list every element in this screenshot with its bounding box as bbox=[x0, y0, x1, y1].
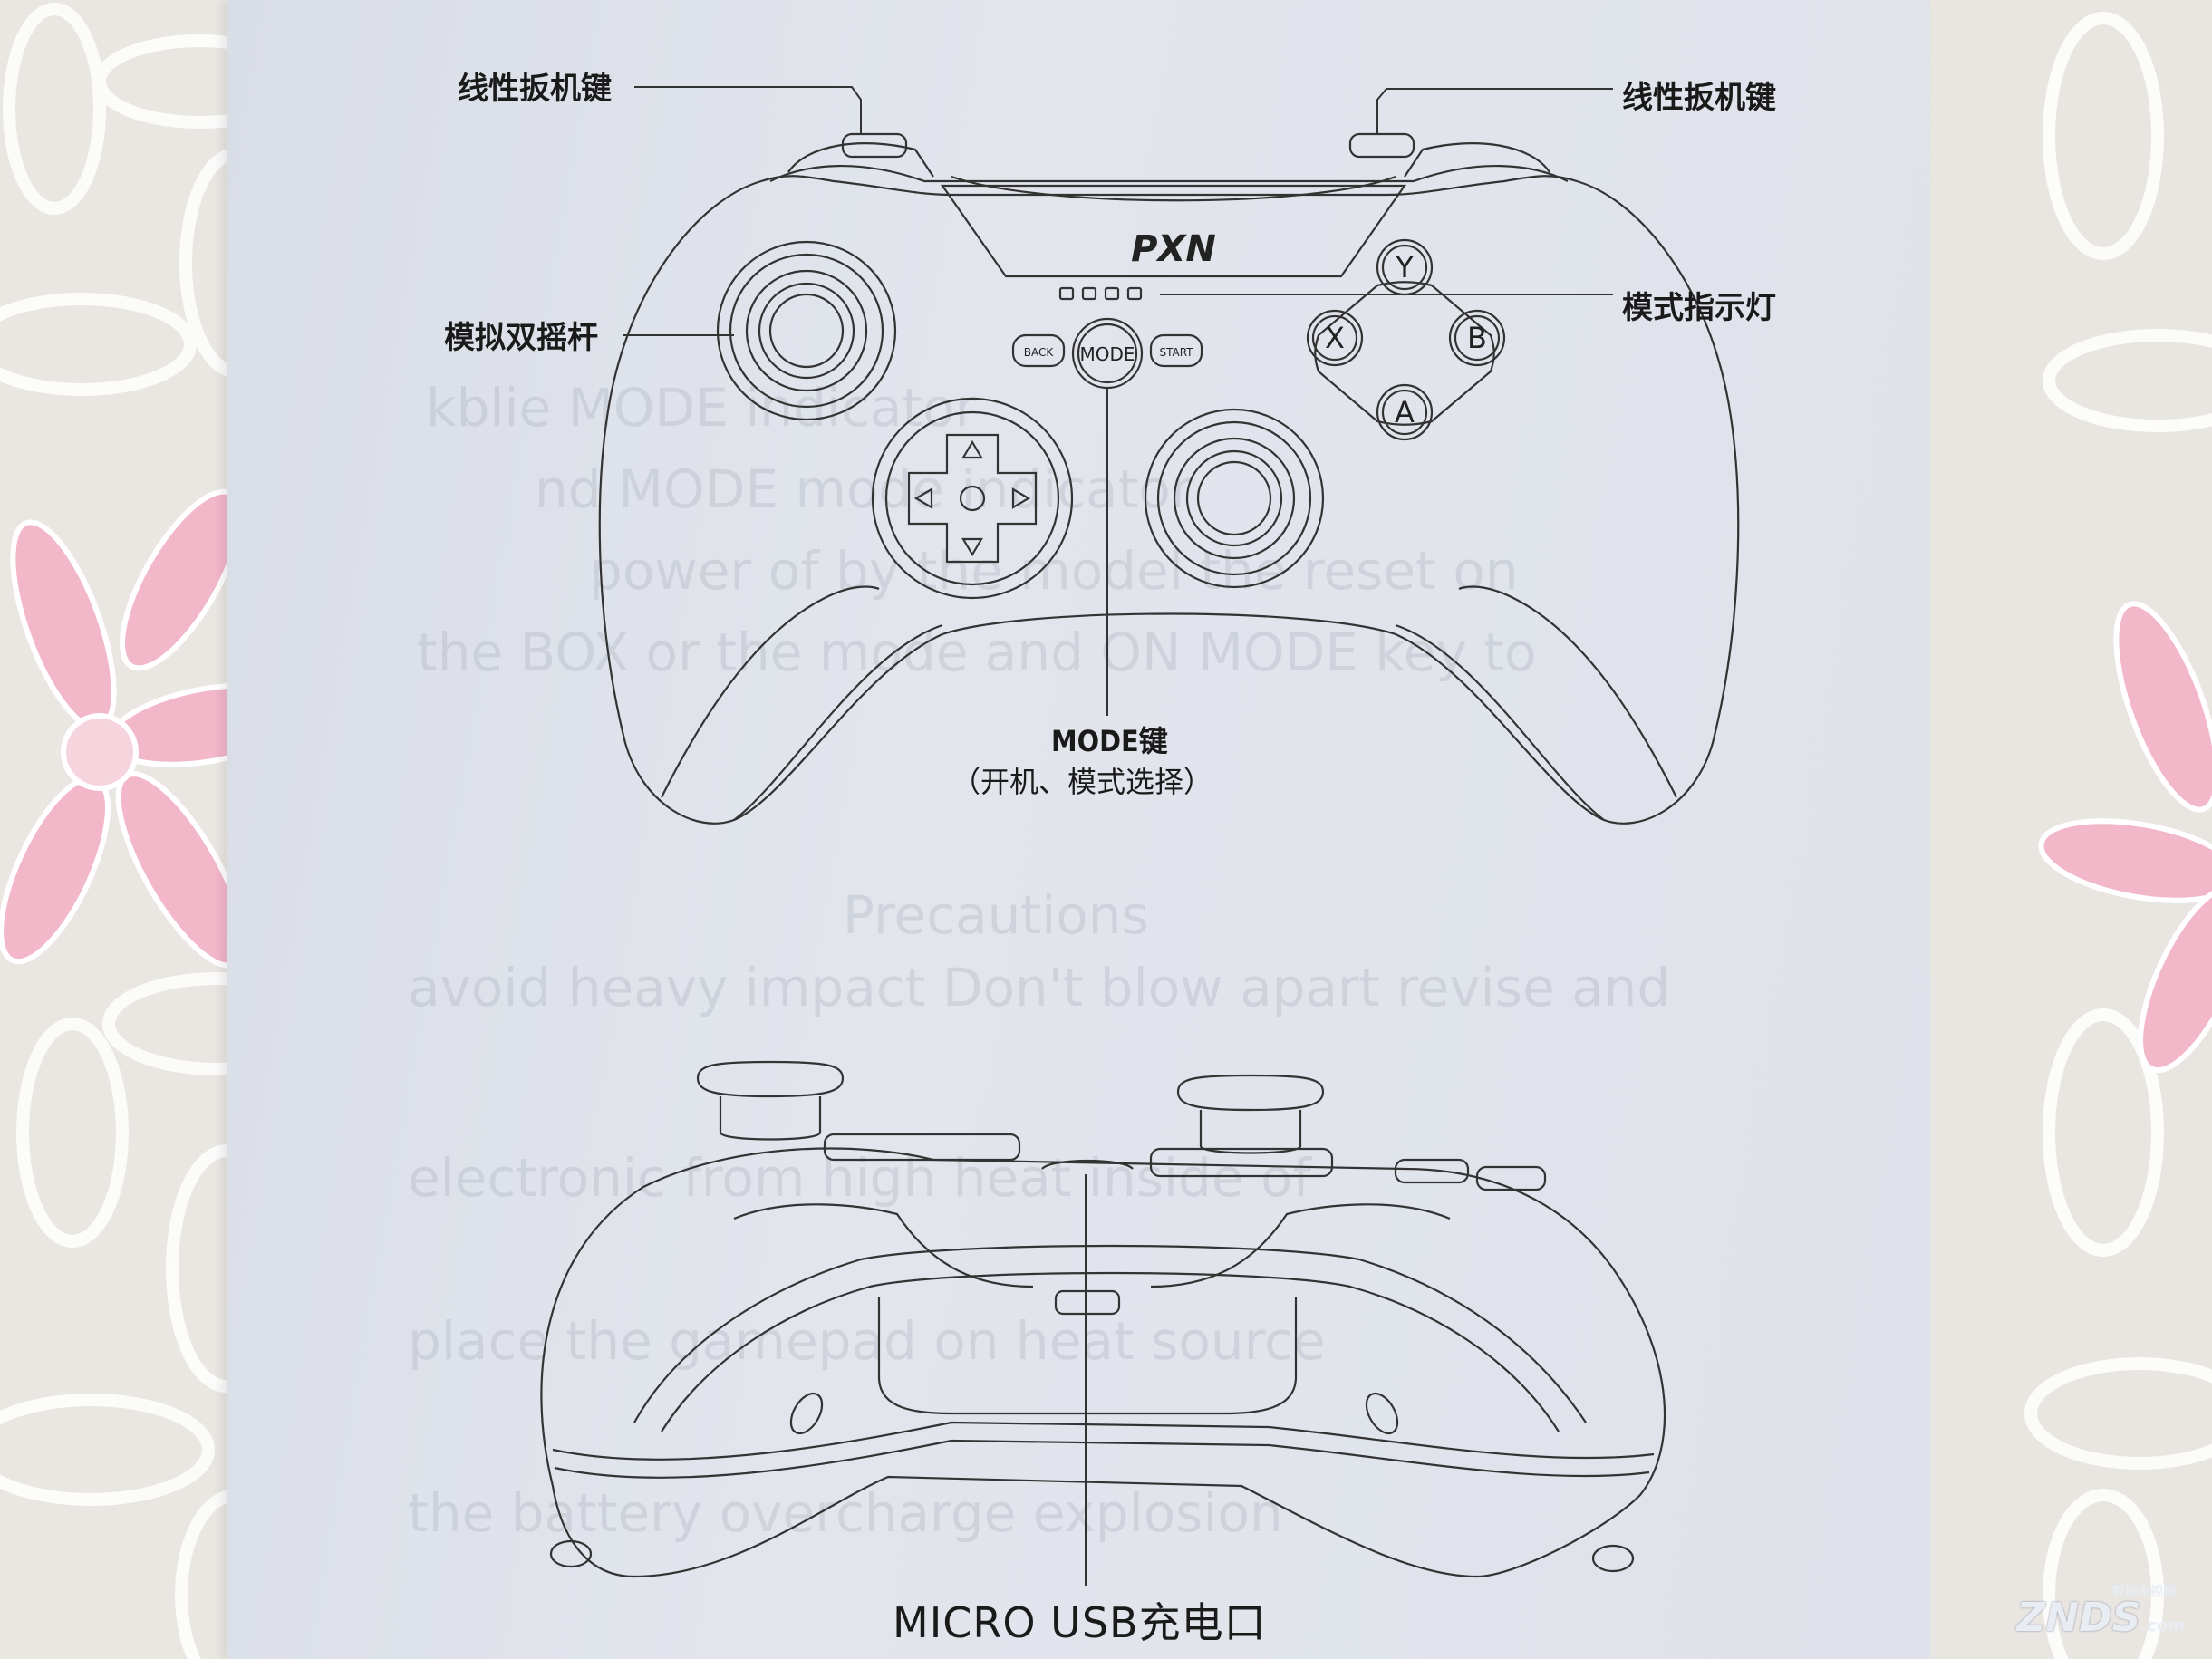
mode-button-label: MODE bbox=[1079, 343, 1135, 365]
mode-indicator-label: 模式指示灯 bbox=[1622, 290, 1776, 326]
b-button-label: B bbox=[1467, 321, 1487, 355]
watermark-main: ZNDS bbox=[2016, 1595, 2141, 1641]
micro-usb-label: MICRO USB充电口 bbox=[893, 1598, 1267, 1647]
left-trigger-label: 线性扳机键 bbox=[458, 71, 612, 107]
watermark-domain: .com bbox=[2140, 1616, 2185, 1635]
x-button-label: X bbox=[1325, 321, 1345, 355]
mode-key-description: （开机、模式选择） bbox=[951, 765, 1213, 799]
svg-text:place the gamepad on heat sour: place the gamepad on heat source bbox=[408, 1310, 1326, 1372]
svg-text:nd MODE mode indicator: nd MODE mode indicator bbox=[535, 458, 1193, 520]
back-button-label: BACK bbox=[1024, 346, 1055, 359]
a-button-label: A bbox=[1395, 395, 1415, 429]
watermark-sub: 智能电视网 bbox=[2112, 1585, 2176, 1599]
svg-text:avoid heavy impact Don't blow: avoid heavy impact Don't blow apart revi… bbox=[408, 957, 1670, 1018]
svg-text:the battery overcharge explosi: the battery overcharge explosion bbox=[408, 1482, 1283, 1544]
svg-text:the BOX or the mode and ON MOD: the BOX or the mode and ON MODE key to bbox=[417, 622, 1536, 683]
start-button-label: START bbox=[1159, 346, 1193, 359]
controller-rear-view bbox=[540, 1060, 1666, 1586]
znds-watermark: 智能电视网 ZNDS.com bbox=[2016, 1585, 2185, 1641]
analog-sticks-label: 模拟双摇杆 bbox=[444, 320, 598, 356]
mode-key-label: MODE键 bbox=[1051, 724, 1168, 758]
svg-text:power of by the model the rese: power of by the model the reset on bbox=[589, 540, 1518, 602]
manual-page: kblie MODE indicator nd MODE mode indica… bbox=[227, 0, 1930, 1659]
controller-diagrams: kblie MODE indicator nd MODE mode indica… bbox=[408, 86, 1740, 1586]
right-trigger-label: 线性扳机键 bbox=[1622, 80, 1776, 116]
controller-front-view bbox=[598, 86, 1740, 825]
y-button-label: Y bbox=[1395, 250, 1414, 285]
brand-logo: PXN bbox=[1131, 228, 1216, 270]
svg-text:Precautions: Precautions bbox=[843, 884, 1149, 946]
svg-text:kblie MODE indicator: kblie MODE indicator bbox=[426, 377, 977, 439]
svg-text:electronic from high heat insi: electronic from high heat inside of bbox=[408, 1147, 1312, 1209]
